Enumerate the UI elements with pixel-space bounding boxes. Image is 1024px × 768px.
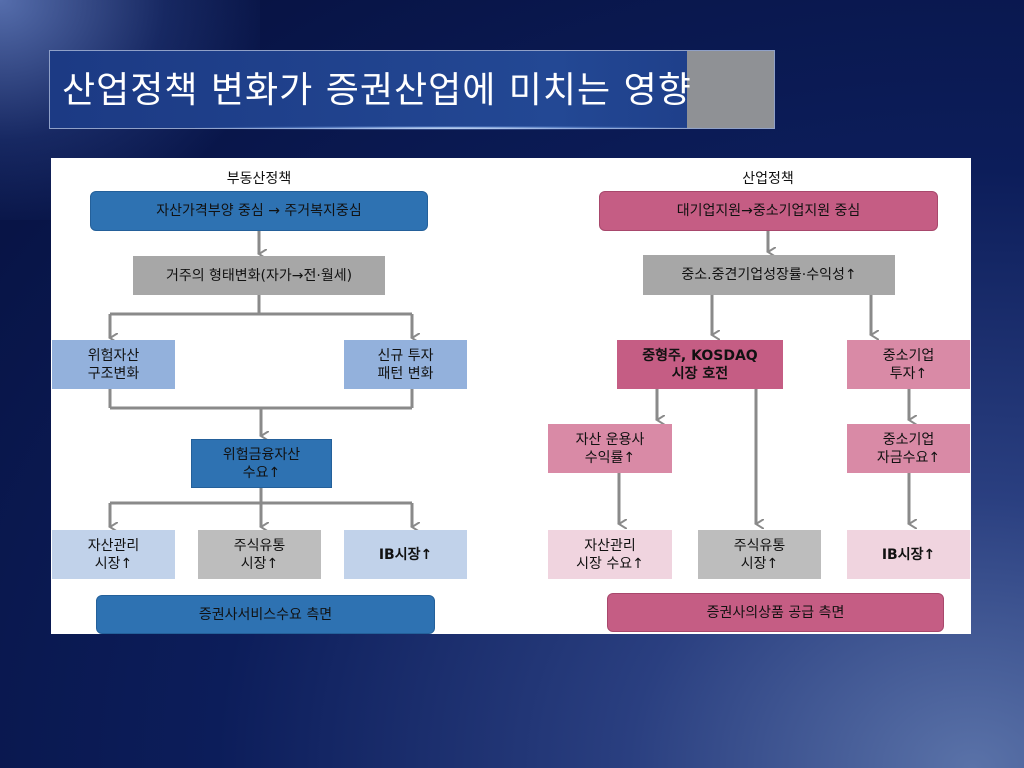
box-growth: 중소.중견기업성장률·수익성↑	[643, 255, 895, 295]
box-footer-right: 증권사의상품 공급 측면	[607, 593, 944, 632]
box-risk-asset: 위험자산 구조변화	[52, 340, 175, 389]
box-ib-left: IB시장↑	[344, 530, 467, 579]
title-glow	[194, 126, 702, 130]
box-asset-price: 자산가격부양 중심 → 주거복지중심	[90, 191, 428, 231]
title-bar: 산업정책 변화가 증권산업에 미치는 영향	[49, 50, 775, 130]
heading-real-estate: 부동산정책	[226, 171, 292, 187]
heading-industry: 산업정책	[742, 171, 794, 187]
box-large-to-sme: 대기업지원→중소기업지원 중심	[599, 191, 938, 231]
box-stock-left: 주식유통 시장↑	[198, 530, 321, 579]
box-sme-fund: 중소기업 자금수요↑	[847, 424, 970, 473]
box-risk-demand: 위험금융자산 수요↑	[191, 439, 332, 488]
box-stock-right: 주식유통 시장↑	[698, 530, 821, 579]
box-ib-right: IB시장↑	[847, 530, 970, 579]
box-footer-left: 증권사서비스수요 측면	[96, 595, 435, 634]
box-kosdaq: 중형주, KOSDAQ 시장 호전	[617, 340, 783, 389]
box-asset-mgmt-left: 자산관리 시장↑	[52, 530, 175, 579]
diagram-panel: 부동산정책 자산가격부양 중심 → 주거복지중심 거주의 형태변화(자가→전·월…	[51, 158, 971, 634]
connector-lines	[51, 231, 971, 634]
box-new-invest: 신규 투자 패턴 변화	[344, 340, 467, 389]
box-housing-change: 거주의 형태변화(자가→전·월세)	[133, 256, 385, 295]
box-sme-invest: 중소기업 투자↑	[847, 340, 970, 389]
slide-title: 산업정책 변화가 증권산업에 미치는 영향	[62, 70, 692, 111]
title-accent	[687, 51, 774, 128]
box-asset-mgmt-right: 자산관리 시장 수요↑	[548, 530, 672, 579]
box-asset-co: 자산 운용사 수익률↑	[548, 424, 672, 473]
